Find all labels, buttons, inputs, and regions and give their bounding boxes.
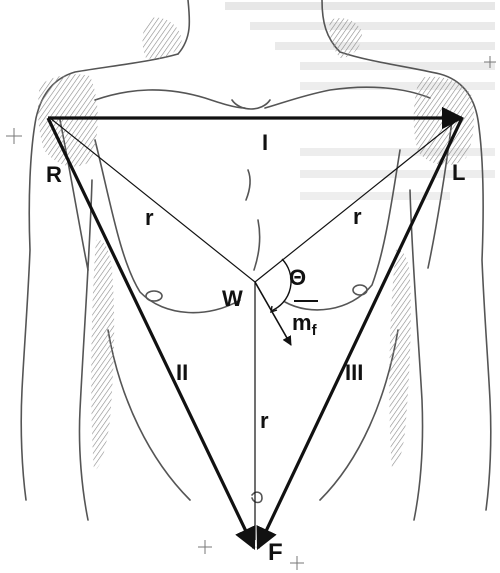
center-label: W: [222, 286, 243, 311]
radius-line-left: [50, 118, 255, 282]
vertex-left-arm-label: L: [452, 160, 465, 185]
theta-label: Θ: [289, 265, 306, 290]
vertex-right-arm-label: R: [46, 162, 62, 187]
radius-down-label: r: [260, 408, 269, 433]
vector-mf-base: m: [292, 310, 312, 335]
pectoral-left: [95, 140, 240, 313]
chest-center-mark-2: [254, 220, 260, 270]
shade-left-side: [91, 240, 114, 470]
chest-center-mark: [246, 170, 250, 200]
abdomen-left: [108, 330, 190, 500]
nipple-left: [146, 291, 162, 301]
inner-arm-right: [410, 190, 423, 520]
cross-mark-left: [6, 128, 22, 144]
lead-three-arrow: [258, 118, 462, 548]
shade-left-shoulder: [38, 74, 98, 166]
navel: [252, 492, 262, 502]
cross-mark-bottom-right: [290, 556, 304, 570]
abdomen-right: [320, 330, 398, 500]
neck-left-outline: [178, 0, 189, 54]
nipple-right: [353, 285, 367, 295]
clavicle-right: [265, 87, 430, 108]
lead-two-label: II: [176, 360, 188, 385]
lead-two-arrow: [48, 118, 254, 548]
clavicle-left: [95, 90, 245, 108]
vector-mf-label: mf: [292, 310, 318, 339]
vector-mf-subscript: f: [312, 322, 318, 339]
shade-right-shoulder: [414, 77, 474, 165]
cross-mark-bottom: [198, 540, 212, 554]
lead-three-label: III: [345, 360, 363, 385]
shade-right-side: [389, 250, 410, 468]
radius-left-label: r: [145, 205, 154, 230]
vertex-foot-label: F: [268, 539, 283, 566]
radius-right-label: r: [353, 204, 362, 229]
lead-one-label: I: [262, 130, 268, 155]
shade-left-neck: [143, 18, 182, 60]
vector-mf-arrow: [255, 282, 291, 345]
